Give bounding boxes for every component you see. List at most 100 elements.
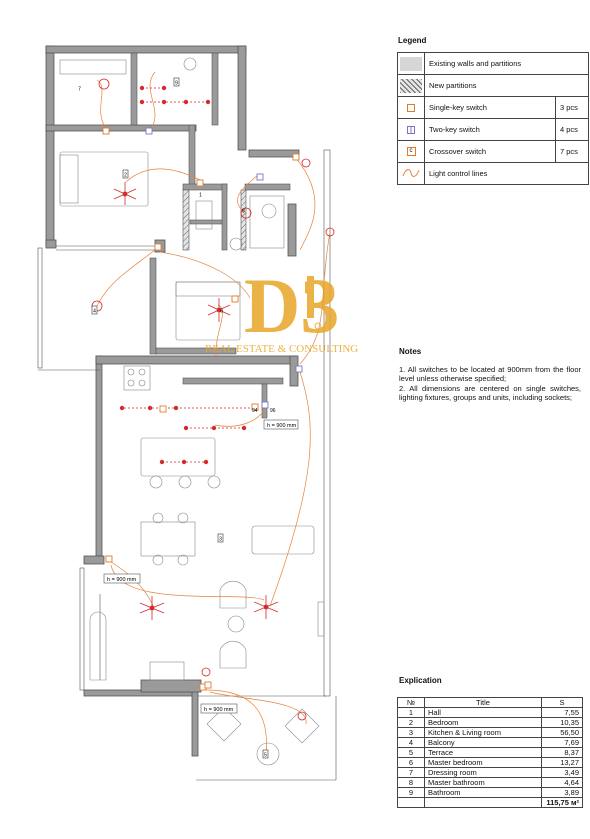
- legend-row: Single-key switch 3 pcs: [397, 96, 589, 119]
- crossover-switches: [105, 153, 300, 689]
- switch-mark: 94: [252, 408, 258, 414]
- room-number: 7: [397, 767, 425, 778]
- furniture: [59, 57, 325, 766]
- legend-count: 7 pcs: [555, 140, 589, 163]
- legend-label: Single-key switch: [424, 96, 556, 119]
- room-number: 9: [397, 787, 425, 798]
- room-number: 4: [397, 737, 425, 748]
- legend-row: Two-key switch 4 pcs: [397, 118, 589, 141]
- room-title: Master bedroom: [424, 757, 542, 768]
- note-line: 2. All dimensions are centered on single…: [399, 383, 581, 403]
- room-title: Terrace: [424, 747, 542, 758]
- room-number: 2: [397, 717, 425, 728]
- room-number-label: 8: [242, 209, 245, 215]
- light-control-lines: [96, 71, 331, 755]
- legend-row: Existing walls and partitions: [397, 52, 589, 75]
- room-title: Hall: [424, 707, 542, 718]
- room-number: 3: [397, 727, 425, 738]
- light-fixtures: [113, 85, 279, 620]
- note-line: 1. All switches to be located at 900mm f…: [399, 365, 581, 384]
- room-area: 56,50: [541, 727, 583, 738]
- explication-title: Explication: [399, 676, 442, 685]
- room-number: 6: [397, 757, 425, 768]
- legend-label: New partitions: [424, 74, 589, 97]
- light-control-line-icon: [397, 162, 425, 185]
- watermark-monogram: D3: [244, 262, 339, 349]
- room-number: 1: [397, 707, 425, 718]
- room-title: Balcony: [424, 737, 542, 748]
- legend-count: 4 pcs: [555, 118, 589, 141]
- table-total-row: 115,75 м²: [397, 797, 583, 808]
- room-number-label: 3: [219, 537, 222, 543]
- room-title: Dressing room: [424, 767, 542, 778]
- exterior-walls: [45, 45, 300, 757]
- new-partition-swatch: [397, 74, 425, 97]
- room-title: Kitchen & Living room: [424, 727, 542, 738]
- dimension-label: h = 900 mm: [107, 577, 137, 583]
- switch-mark: 96: [270, 408, 276, 414]
- legend-row: New partitions: [397, 74, 589, 97]
- legend-title: Legend: [398, 36, 427, 45]
- legend-label: Light control lines: [424, 162, 589, 185]
- wall-sconces: [91, 78, 335, 721]
- fixture-group-lines: [120, 87, 256, 463]
- room-number: 8: [397, 777, 425, 788]
- column-header: №: [397, 697, 425, 708]
- room-number-label: 9: [175, 81, 178, 87]
- column-header: S: [541, 697, 583, 708]
- room-area: 8,37: [541, 747, 583, 758]
- new-partitions: [182, 189, 247, 251]
- legend-row: c Crossover switch 7 pcs: [397, 140, 589, 163]
- legend-label: Crossover switch: [424, 140, 556, 163]
- legend-count: 3 pcs: [555, 96, 589, 119]
- legend-label: Existing walls and partitions: [424, 52, 589, 75]
- window-lines: [37, 149, 337, 781]
- existing-wall-swatch: [397, 52, 425, 75]
- column-header: Title: [424, 697, 542, 708]
- room-title: Bathroom: [424, 787, 542, 798]
- notes-title: Notes: [399, 347, 422, 356]
- room-number-label: 1: [199, 193, 202, 199]
- room-number-label: 7: [78, 87, 81, 93]
- room-area: 10,35: [541, 717, 583, 728]
- room-title: Master bathroom: [424, 777, 542, 788]
- pendant-fixture-living-2: [253, 595, 279, 619]
- room-number-label: 5: [264, 753, 267, 759]
- room-area: 3,49: [541, 767, 583, 778]
- pendant-fixture-bedroom: [113, 182, 137, 205]
- room-title: Bedroom: [424, 717, 542, 728]
- total-area: 115,75 м²: [541, 797, 583, 808]
- pendant-fixture-master: [207, 298, 231, 322]
- room-area: 13,27: [541, 757, 583, 768]
- watermark-text: REAL ESTATE & CONSULTING: [205, 343, 358, 355]
- legend-label: Two-key switch: [424, 118, 556, 141]
- crossover-switch-icon: c: [397, 140, 425, 163]
- watermark-logo: D3 REAL ESTATE & CONSULTING: [205, 262, 358, 355]
- single-key-switches: [102, 127, 207, 691]
- legend-table: Existing walls and partitions New partit…: [397, 52, 589, 185]
- legend-row: Light control lines: [397, 162, 589, 185]
- dimension-label: h = 900 mm: [267, 423, 297, 429]
- dimension-labels: h = 900 mm h = 900 mm h = 900 mm 94 96: [103, 408, 299, 714]
- notes-body: 1. All switches to be located at 900mm f…: [399, 365, 581, 403]
- dimension-label: h = 900 mm: [204, 707, 234, 713]
- room-number-label: 4: [93, 309, 96, 315]
- room-area: 4,64: [541, 777, 583, 788]
- room-number: 5: [397, 747, 425, 758]
- two-key-switches: [145, 127, 303, 409]
- room-area: 3,89: [541, 787, 583, 798]
- interior-partitions: [130, 52, 291, 419]
- room-number-label: 6: [220, 309, 223, 315]
- table-header-row: № Title S: [397, 697, 583, 708]
